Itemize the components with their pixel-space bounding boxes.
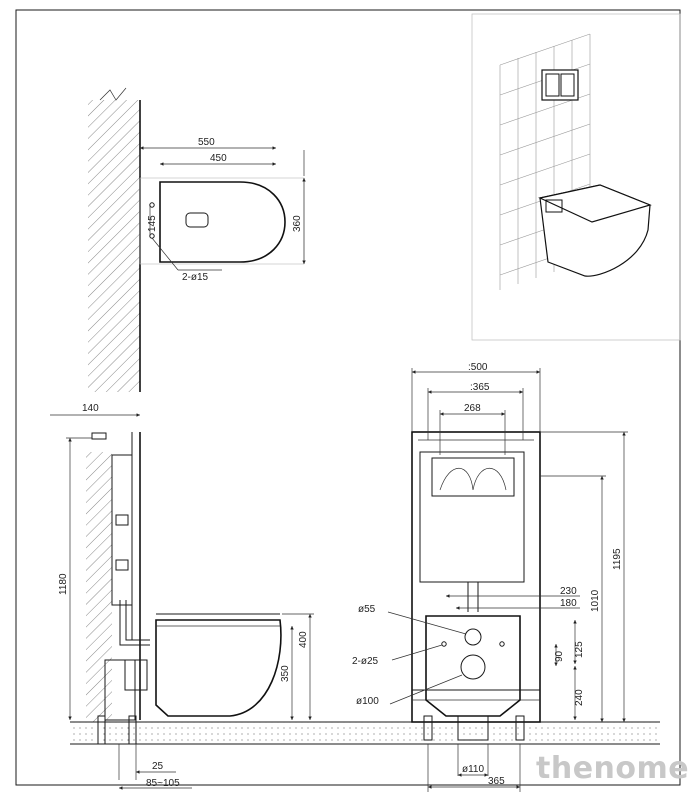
dim-350: 350 [280, 665, 291, 682]
dim-85-105: 85~105 [146, 778, 180, 789]
dim-pipe-55: ø55 [358, 604, 376, 615]
side-view: 140 1180 400 350 25 85~105 [50, 403, 660, 790]
dim-268: 268 [464, 403, 481, 414]
dim-400: 400 [298, 631, 309, 648]
top-view: 550 450 360 145 2-ø15 [139, 137, 306, 283]
dim-125: 125 [574, 641, 585, 658]
dim-240: 240 [574, 689, 585, 706]
dim-360: 360 [292, 215, 303, 232]
dim-1180: 1180 [58, 573, 69, 595]
dim-1010: 1010 [590, 589, 601, 612]
dim-pipe-100: ø100 [356, 696, 379, 707]
dim-365-top: :365 [470, 382, 490, 393]
dim-365-bottom: 365 [488, 776, 505, 787]
dim-2-holes-15: 2-ø15 [182, 272, 209, 283]
dim-180: 180 [560, 598, 577, 609]
watermark: thenome [536, 751, 689, 786]
dim-145: 145 [147, 215, 158, 232]
room-illustration [471, 13, 681, 341]
dim-1195: 1195 [612, 548, 623, 570]
dim-500: :500 [468, 362, 488, 373]
dim-450: 450 [210, 153, 227, 164]
dim-230: 230 [560, 586, 577, 597]
dim-550: 550 [198, 137, 215, 148]
dim-140: 140 [82, 403, 99, 414]
dim-25: 25 [152, 761, 164, 772]
dim-90: 90 [554, 650, 565, 662]
dim-pipe-110: ø110 [462, 764, 484, 775]
front-view: :500 :365 268 1195 1010 230 180 125 90 2… [352, 362, 628, 792]
drawing-border [15, 9, 681, 786]
dim-2-holes-25: 2-ø25 [352, 656, 379, 667]
wall-section [86, 87, 141, 722]
